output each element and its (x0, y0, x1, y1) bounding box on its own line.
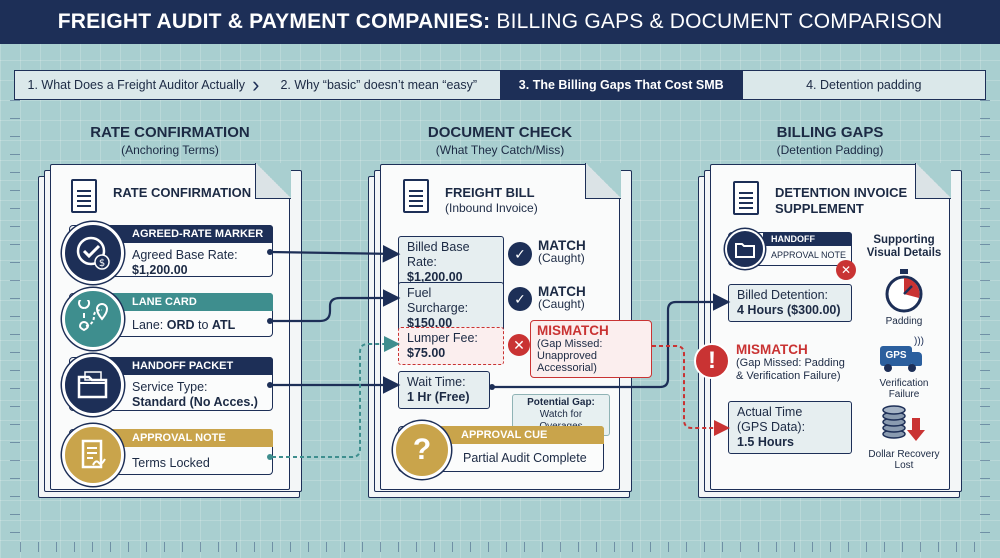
step-tabs: 1. What Does a Freight Auditor Actually›… (14, 70, 986, 100)
chevron-right-icon: › (252, 72, 260, 97)
match-status: MATCH (Caught) (538, 284, 586, 311)
agreed-rate-card[interactable]: AGREED-RATE MARKER $ Agreed Base Rate: $… (62, 222, 273, 284)
right-ruler (980, 100, 990, 540)
document-icon (71, 179, 97, 213)
rate-confirmation-doc: RATE CONFIRMATION AGREED-RATE MARKER $ A… (50, 163, 291, 490)
check-dollar-icon: $ (62, 222, 124, 284)
billed-detention-field[interactable]: Billed Detention: 4 Hours ($300.00) (728, 284, 852, 322)
wait-time-field[interactable]: Wait Time: 1 Hr (Free) (398, 371, 490, 409)
approval-note-card[interactable]: APPROVAL NOTE Terms Locked (62, 424, 273, 486)
x-mark-icon: ✕ (836, 260, 856, 280)
tab-4[interactable]: 4. Detention padding (806, 78, 922, 92)
check-icon: ✓ (508, 242, 532, 266)
doc-subtitle: (Inbound Invoice) (445, 201, 538, 215)
page-fold (915, 163, 951, 199)
billed-base-rate-field[interactable]: Billed Base Rate: $1,200.00 (398, 236, 504, 289)
card-tag: HANDOFF PACKET (110, 357, 273, 375)
supporting-heading: Supporting Visual Details (866, 234, 942, 259)
route-pin-icon (62, 288, 124, 350)
folder-icon (62, 354, 124, 416)
doc-title: RATE CONFIRMATION (113, 185, 252, 200)
tab-2[interactable]: 2. Why “basic” doesn’t mean “easy” (280, 78, 478, 92)
card-tag: APPROVAL CUE (439, 426, 604, 444)
page-title: FREIGHT AUDIT & PAYMENT COMPANIES: BILLI… (0, 0, 1000, 44)
left-ruler (10, 100, 20, 540)
match-status: MATCH (Caught) (538, 238, 586, 265)
x-mark-icon: ✕ (508, 334, 530, 356)
card-tag: LANE CARD (110, 293, 273, 311)
padding-label: Padding (885, 316, 923, 327)
stopwatch-icon (882, 268, 926, 319)
page-fold (255, 163, 291, 199)
tab-1[interactable]: 1. What Does a Freight Auditor Actually› (27, 72, 260, 97)
lumper-fee-field[interactable]: Lumper Fee: $75.00 (398, 327, 504, 365)
right-column-heading: BILLING GAPS (Detention Padding) (776, 124, 884, 157)
lumper-mismatch-callout: MISMATCH (Gap Missed: Unapproved Accesso… (530, 320, 652, 378)
alert-icon: ! (694, 343, 730, 379)
coins-down-icon (880, 404, 926, 449)
middle-column-heading: DOCUMENT CHECK (What They Catch/Miss) (427, 124, 573, 157)
bottom-ruler (20, 542, 980, 552)
card-tag: APPROVAL NOTE (110, 429, 273, 447)
handoff-packet-card[interactable]: HANDOFF PACKET Service Type: Standard (N… (62, 354, 273, 416)
title-light: BILLING GAPS & DOCUMENT COMPARISON (490, 10, 943, 33)
card-tag: AGREED-RATE MARKER (110, 225, 273, 243)
left-column-heading: RATE CONFIRMATION (Anchoring Terms) (90, 124, 250, 157)
title-bold: FREIGHT AUDIT & PAYMENT COMPANIES: (57, 10, 491, 33)
handoff-packet-mini[interactable]: HANDOFF PACKET APPROVAL NOTE (725, 229, 852, 269)
actual-time-field[interactable]: Actual Time (GPS Data): 1.5 Hours (728, 401, 852, 454)
page-fold (585, 163, 621, 199)
dollar-recovery-label: Dollar Recovery Lost (868, 449, 940, 471)
check-icon: ✓ (508, 287, 532, 311)
signed-note-icon (62, 424, 124, 486)
gps-truck-icon: GPS ))) (878, 336, 926, 372)
approval-cue-card[interactable]: APPROVAL CUE ? Partial Audit Complete (393, 421, 604, 479)
document-icon (403, 179, 429, 213)
svg-text:$: $ (99, 258, 105, 269)
doc-title: DETENTION INVOICE (775, 185, 908, 200)
lane-card[interactable]: LANE CARD Lane: ORD to ATL (62, 288, 273, 350)
document-icon (733, 181, 759, 215)
doc-title: FREIGHT BILL (445, 185, 535, 200)
question-icon: ? (393, 421, 451, 479)
detention-mismatch-status: MISMATCH (Gap Missed: Padding & Verifica… (736, 342, 845, 382)
folder-icon (725, 229, 765, 269)
tab-3[interactable]: 3. The Billing Gaps That Cost SMB (500, 71, 743, 99)
verification-failure-label: Verification Failure (879, 378, 929, 400)
